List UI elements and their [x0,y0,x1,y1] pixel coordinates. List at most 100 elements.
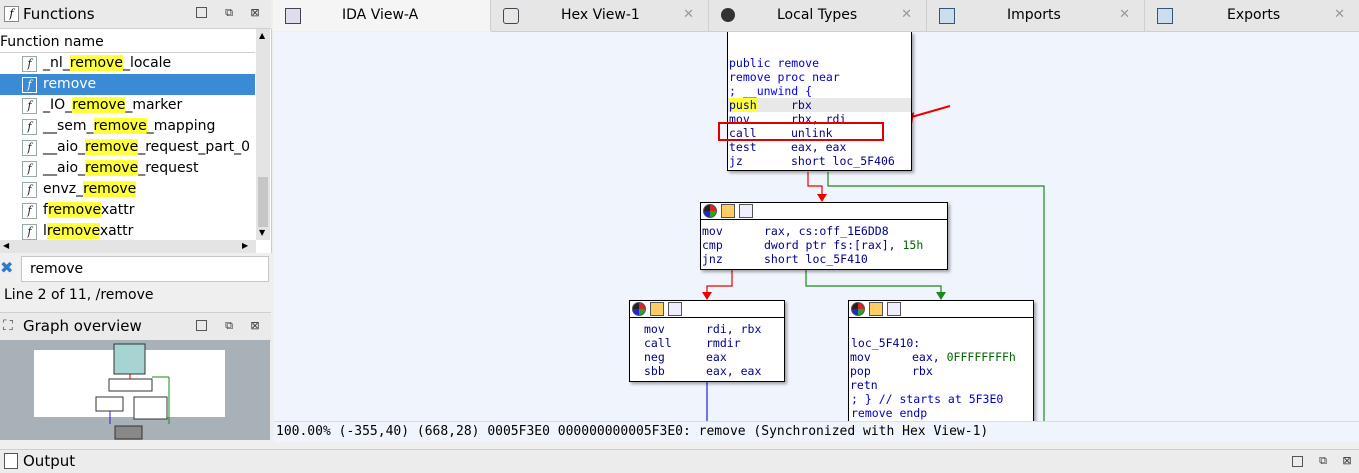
filter-input[interactable]: remove [21,256,269,282]
tab-imports[interactable]: Imports ✕ [927,0,1145,32]
match-highlight: remove [69,55,123,71]
function-name: _IO_remove_marker [43,97,183,113]
close-tab-icon[interactable]: ✕ [1119,7,1130,22]
match-highlight: remove [43,76,97,92]
minimize-icon[interactable] [1292,456,1303,467]
instruction-line[interactable]: retn [849,378,1033,392]
functions-icon: f [4,6,19,22]
tab-ida-view-a[interactable]: IDA View-A [273,0,491,31]
graph-node-remove-entry[interactable]: public remove remove proc near ; __unwin… [727,32,912,171]
mnemonic: mov [702,224,723,238]
operands: eax [706,350,727,364]
function-row[interactable]: f__aio_remove_request_part_0 [0,137,255,158]
tab-hex-view-1[interactable]: Hex View-1 ✕ [491,0,709,32]
tab-exports[interactable]: Exports ✕ [1145,0,1359,32]
graph-overview-canvas[interactable] [0,340,270,440]
status-text: 100.00% (-355,40) (668,28) 0005F3E0 0000… [276,424,989,439]
function-icon: f [22,182,37,198]
mnemonic: pop [850,364,871,378]
loc-label: loc_5F410: [851,336,921,350]
match-highlight: remove [85,160,139,176]
close-tab-icon[interactable]: ✕ [901,7,912,22]
close-tab-icon[interactable]: ✕ [1334,7,1345,22]
function-icon: f [22,119,37,135]
color-node-icon[interactable] [703,204,717,218]
group-node-icon[interactable] [668,302,682,316]
output-panel-title: Output [23,452,76,470]
function-icon: f [22,140,37,156]
graph-overview-minimap [34,343,225,440]
function-row[interactable]: f envz_remove [0,179,255,200]
graph-canvas[interactable]: public remove remove proc near ; __unwin… [274,32,1359,422]
column-header-function-name[interactable]: Function name [0,34,104,50]
close-tab-icon[interactable]: ✕ [683,7,694,22]
scroll-thumb[interactable] [258,177,268,227]
float-icon[interactable]: ⧉ [225,319,233,332]
edge-false-branch [807,172,823,200]
function-name: envz_remove [43,181,137,197]
group-node-icon[interactable] [887,302,901,316]
function-row[interactable]: f__aio_remove_request [0,158,255,179]
color-node-icon[interactable] [632,302,646,316]
functions-status: Line 2 of 11, /remove [4,287,154,303]
function-row[interactable]: f__sem_remove_mapping [0,116,255,137]
scroll-left-icon[interactable]: ◀ [3,241,10,250]
close-icon[interactable]: ⊠ [250,6,260,19]
instruction-line[interactable]: mov rax, cs:off_1E6DD8 [701,224,947,238]
rename-node-icon[interactable] [869,302,883,316]
match-highlight: remove [85,139,139,155]
scroll-up-icon[interactable]: ▲ [259,31,266,40]
filter-input-value: remove [30,261,84,277]
function-row[interactable]: f_IO_remove_marker [0,95,255,116]
tab-local-types[interactable]: Local Types ✕ [709,0,927,32]
scroll-down-icon[interactable]: ▼ [259,228,266,237]
rename-node-icon[interactable] [721,204,735,218]
operands: rax, cs:off_1E6DD8 [764,224,889,238]
rename-node-icon[interactable] [650,302,664,316]
scroll-right-icon[interactable]: ▶ [242,241,249,250]
match-highlight: remove [72,97,126,113]
color-node-icon[interactable] [851,302,865,316]
operands: unlink [791,126,833,140]
match-highlight: remove [93,118,147,134]
function-name: _nl_remove_locale [43,55,172,71]
function-row[interactable]: f_nl_remove_locale [0,53,255,74]
mnemonic: sbb [644,364,665,378]
close-icon[interactable]: ⊠ [250,319,260,332]
operands: eax, 0FFFFFFFFh [912,350,1016,364]
float-icon[interactable]: ⧉ [1319,454,1327,467]
float-icon[interactable]: ⧉ [225,6,233,19]
horizontal-scrollbar[interactable]: ◀ ▶ [0,240,256,253]
close-icon[interactable]: ⊠ [1342,454,1352,467]
vertical-scrollbar[interactable]: ▲ ▼ [256,29,270,240]
hex-view-icon [503,8,519,24]
group-node-icon[interactable] [739,204,753,218]
clear-filter-icon[interactable]: ✖ [0,258,14,277]
minimize-icon[interactable] [196,320,207,331]
function-icon: f [22,161,37,177]
mnemonic: mov [644,322,665,336]
graph-overview-title: Graph overview [23,317,142,335]
operands: rmdir [706,336,741,350]
output-icon [4,453,18,469]
minimize-icon[interactable] [196,7,207,18]
operands: dword ptr fs:[rax], 15h [764,238,924,252]
